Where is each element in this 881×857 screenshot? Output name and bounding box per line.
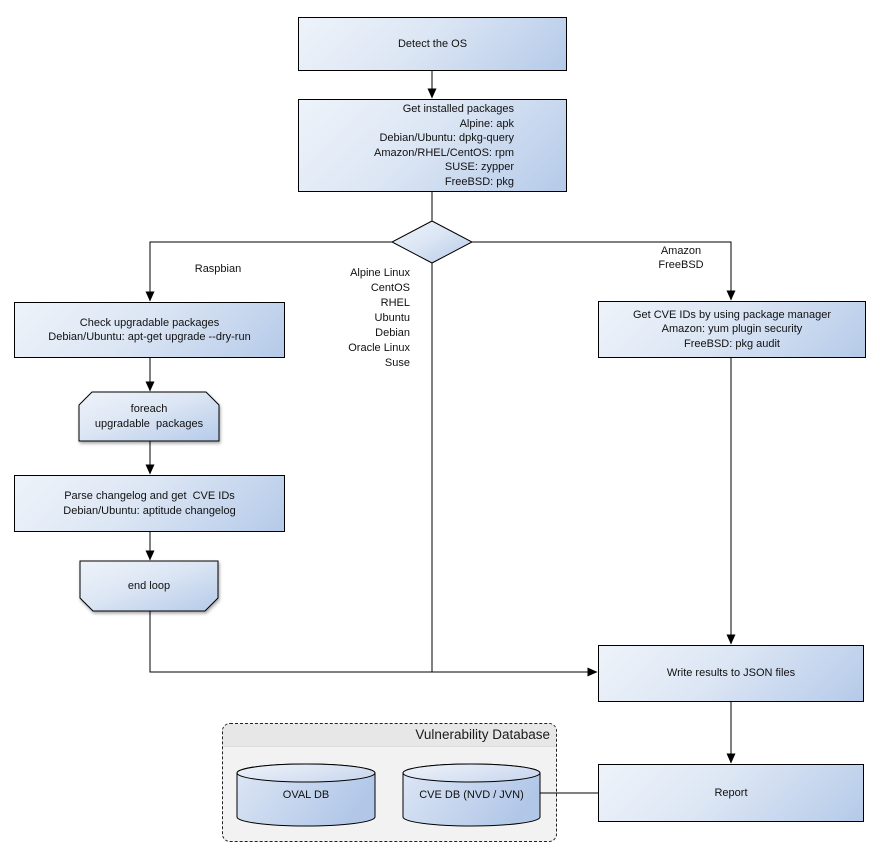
foreach-loop-label: foreach upgradable packages [94, 403, 204, 430]
node-get-installed-packages: Get installed packages Alpine: apk Debia… [298, 99, 567, 192]
connector-decision-left-raspbian [145, 241, 392, 302]
connector-decision-right-amazon [472, 241, 736, 301]
oval-db-label: OVAL DB [282, 789, 330, 801]
node-report: Report [598, 764, 864, 822]
node-check-upgradable-packages: Check upgradable packages Debian/Ubuntu:… [14, 302, 285, 358]
edge-label-raspbian: Raspbian [194, 263, 242, 275]
node-detect-os: Detect the OS [298, 17, 567, 71]
cve-db-label: CVE DB (NVD / JVN) [419, 789, 524, 801]
vulnerability-database-title: Vulnerability Database [223, 724, 556, 747]
edge-label-os-list: Alpine Linux CentOS RHEL Ubuntu Debian O… [348, 267, 410, 369]
connector-endloop-to-write-results [149, 611, 598, 677]
node-parse-changelog: Parse changelog and get CVE IDs Debian/U… [14, 475, 285, 532]
oval-db-cylinder [236, 763, 376, 827]
os-decision-diamond [390, 220, 474, 264]
edge-label-amazon-freebsd: Amazon FreeBSD [658, 245, 704, 271]
foreach-loop-shape [78, 391, 220, 442]
node-get-cve-ids: Get CVE IDs by using package manager Ama… [598, 301, 866, 358]
end-loop-shape [79, 560, 219, 612]
cve-db-cylinder [402, 763, 541, 827]
node-write-results-json: Write results to JSON files [598, 645, 864, 702]
end-loop-label: end loop [127, 579, 171, 592]
